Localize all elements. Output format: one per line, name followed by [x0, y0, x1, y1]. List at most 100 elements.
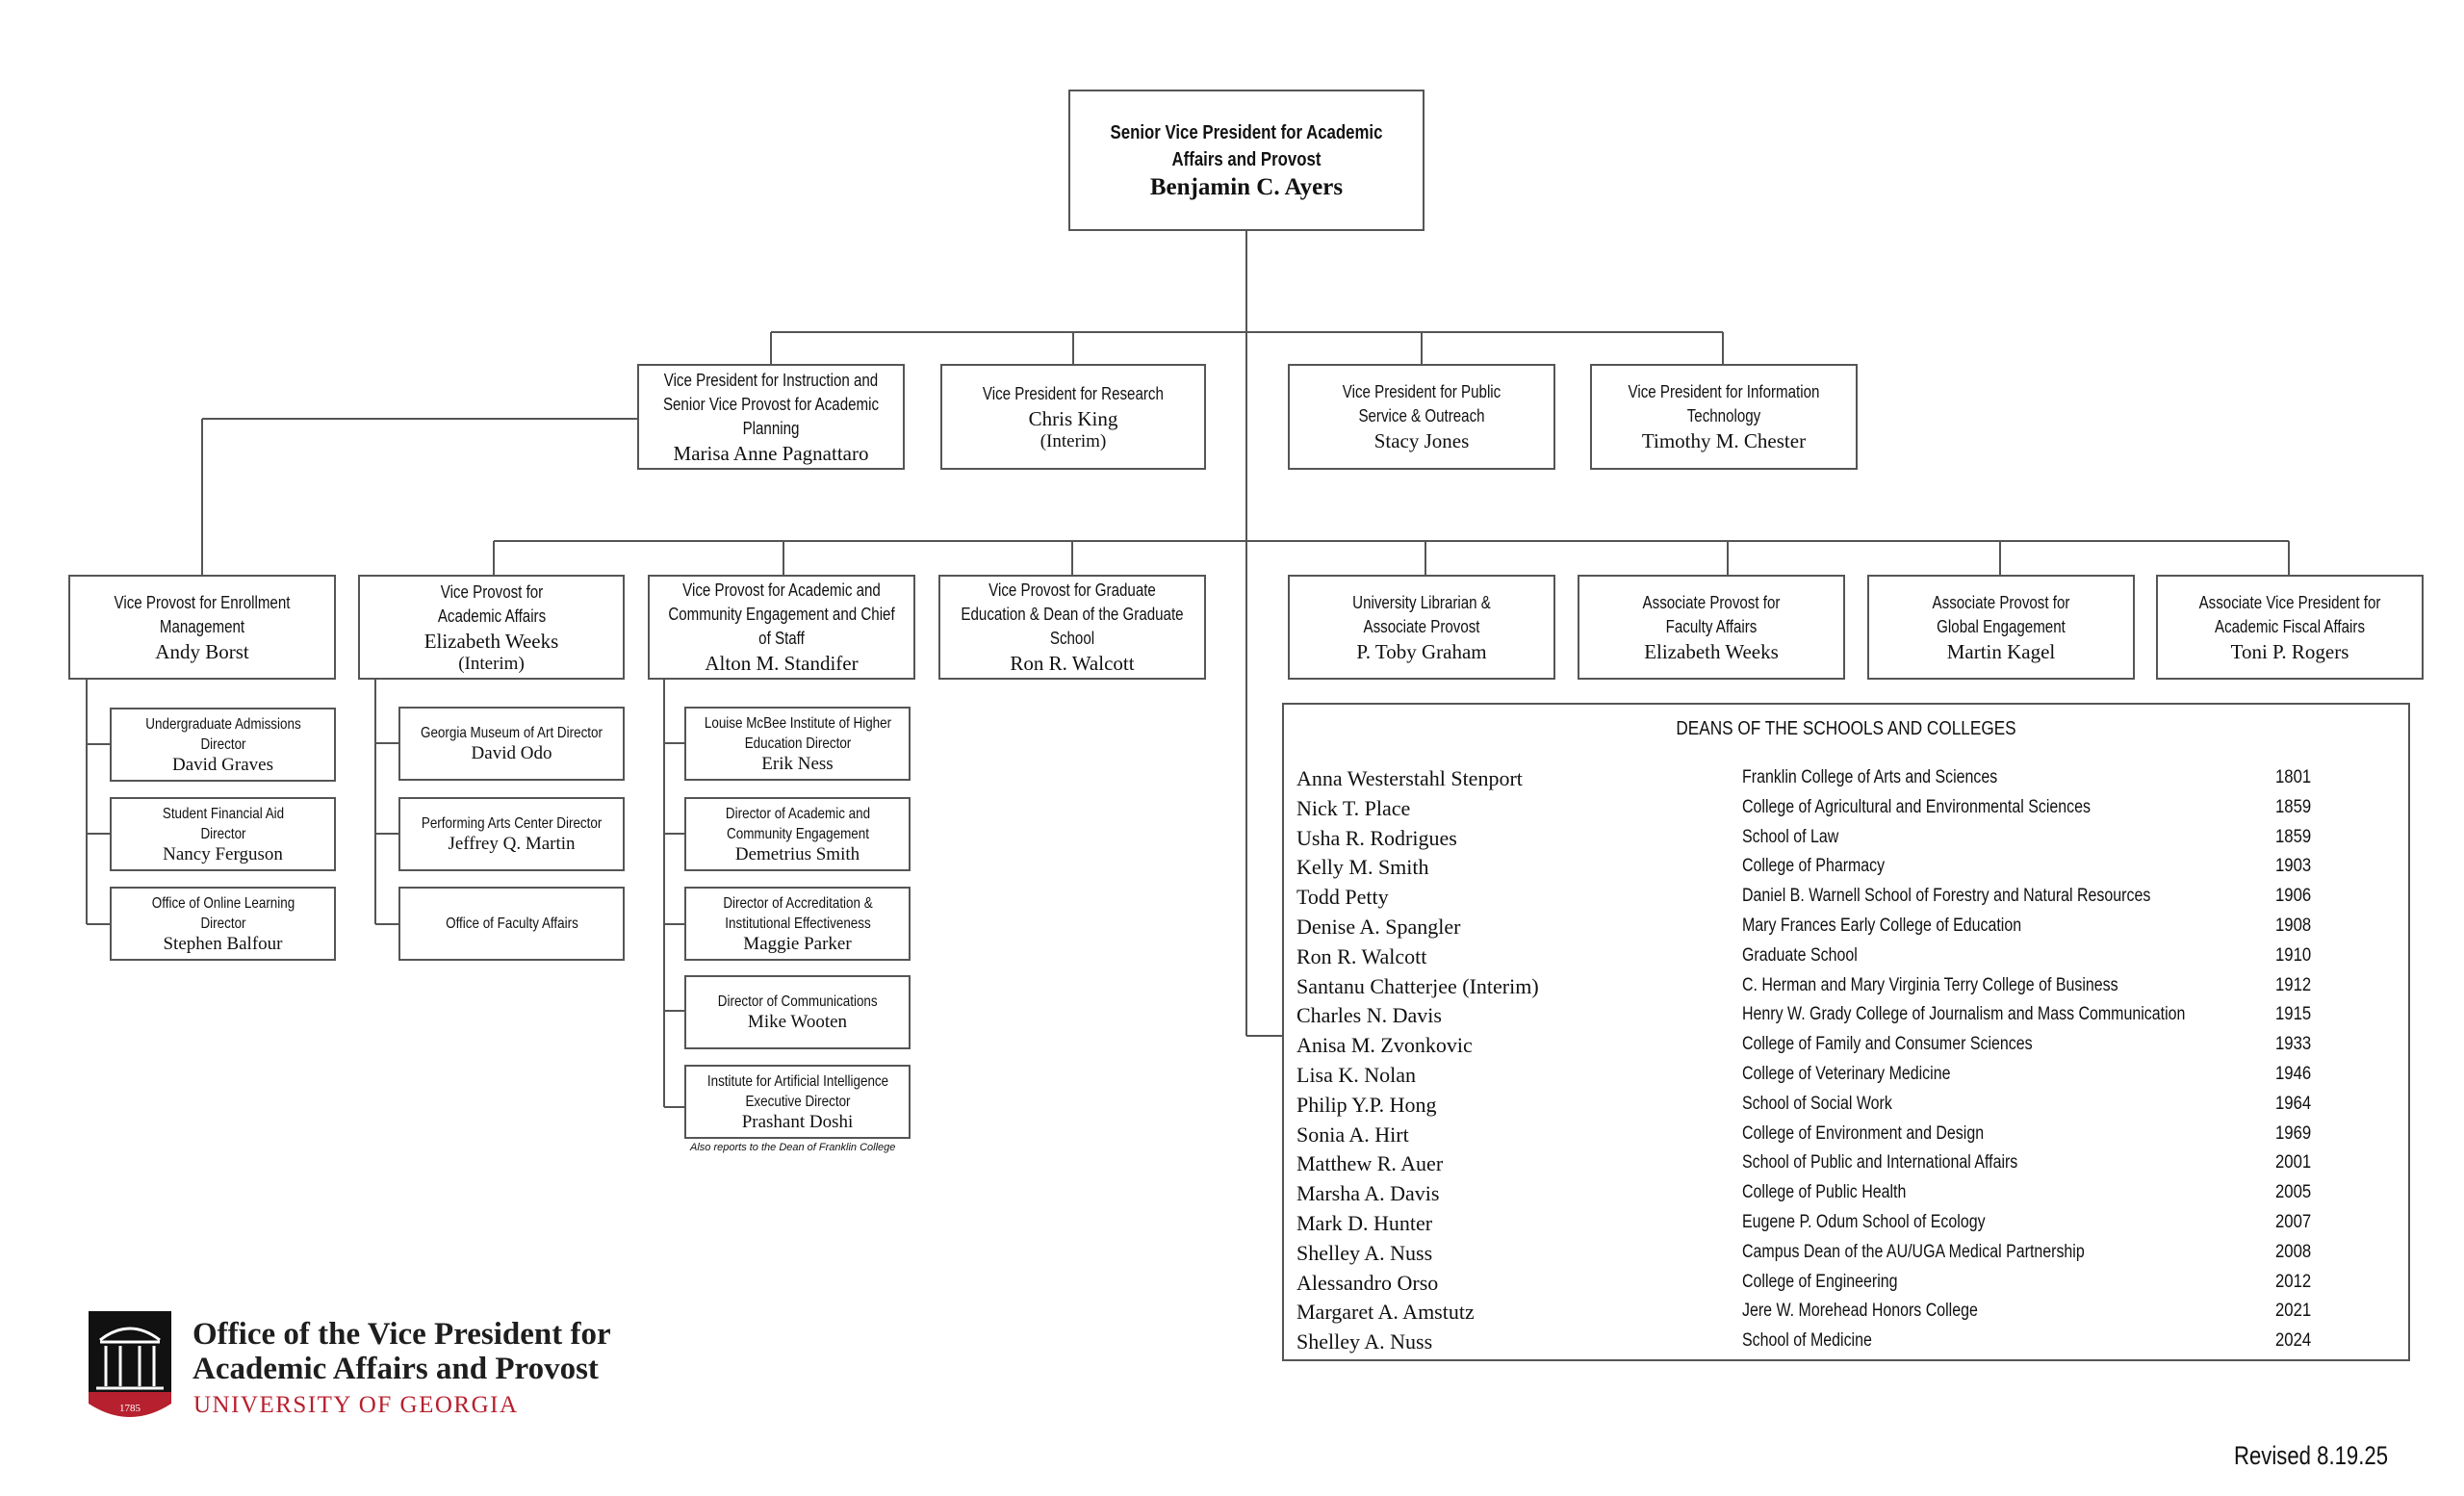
vp-graduate-name: Ron R. Walcott: [1010, 652, 1135, 675]
vp-academic-affairs-box: Vice Provost for Academic Affairs Elizab…: [358, 575, 625, 680]
dean-name: Marsha A. Davis: [1296, 1181, 1440, 1206]
vp-research-box: Vice President for Research Chris King (…: [940, 364, 1206, 470]
vp-enrollment-box: Vice Provost for Enrollment Management A…: [68, 575, 336, 680]
vp-outreach-box: Vice President for Public Service & Outr…: [1288, 364, 1555, 470]
dean-name: Alessandro Orso: [1296, 1270, 1439, 1295]
vp-engagement-title: Vice Provost for Academic and Community …: [668, 580, 895, 648]
dean-name: Usha R. Rodrigues: [1296, 825, 1457, 850]
performing-arts-box: Performing Arts Center Director Jeffrey …: [398, 797, 625, 871]
dean-year: 2008: [2275, 1241, 2312, 1262]
online-learning-box: Office of Online Learning Director Steph…: [110, 887, 336, 961]
provost-name: Benjamin C. Ayers: [1149, 173, 1344, 200]
vp-graduate-title: Vice Provost for Graduate Education & De…: [961, 580, 1184, 648]
provost-box: Senior Vice President for Academic Affai…: [1068, 90, 1424, 231]
librarian-box: University Librarian & Associate Provost…: [1288, 575, 1555, 680]
dean-college: College of Pharmacy: [1742, 856, 1886, 877]
dean-year: 1912: [2275, 974, 2312, 995]
dean-college: School of Social Work: [1742, 1093, 1892, 1114]
dean-college: Daniel B. Warnell School of Forestry and…: [1742, 886, 2151, 907]
accreditation-box: Director of Accreditation & Institutiona…: [684, 887, 911, 961]
logo-line-2: Academic Affairs and Provost: [192, 1352, 599, 1386]
museum-box: Georgia Museum of Art Director David Odo: [398, 707, 625, 781]
dean-name: Sonia A. Hirt: [1296, 1122, 1409, 1147]
vp-research-title: Vice President for Research: [983, 383, 1164, 403]
dean-college: School of Medicine: [1742, 1330, 1872, 1352]
dean-college: College of Agricultural and Environmenta…: [1742, 796, 2091, 817]
museum-name: David Odo: [471, 743, 552, 763]
faculty-affairs-office-box: Office of Faculty Affairs: [398, 887, 625, 961]
avp-fiscal-title: Associate Vice President for Academic Fi…: [2198, 592, 2381, 636]
accreditation-title: Director of Accreditation & Institutiona…: [722, 894, 873, 932]
dean-name: Charles N. Davis: [1296, 1003, 1442, 1028]
dean-year: 1946: [2275, 1064, 2312, 1084]
dean-row: Santanu Chatterjee (Interim)C. Herman an…: [1284, 974, 2408, 1003]
logo-university: UNIVERSITY OF GEORGIA: [193, 1392, 519, 1418]
uga-arch-logo: 1785: [89, 1311, 171, 1417]
dean-year: 1933: [2275, 1034, 2312, 1055]
vp-instruction-name: Marisa Anne Pagnattaro: [673, 441, 869, 465]
provost-title: Senior Vice President for Academic Affai…: [1110, 121, 1383, 170]
avp-fiscal-name: Toni P. Rogers: [2230, 639, 2349, 663]
ap-global-box: Associate Provost for Global Engagement …: [1867, 575, 2135, 680]
dean-row: Todd Petty Daniel B. Warnell School of Fo…: [1284, 885, 2408, 914]
dean-college: Mary Frances Early College of Education: [1742, 916, 2022, 936]
dean-name: Shelley A. Nuss: [1296, 1329, 1433, 1354]
vp-academic-affairs-interim: (Interim): [458, 653, 525, 674]
dean-name: Anisa M. Zvonkovic: [1296, 1033, 1473, 1058]
dean-name: Matthew R. Auer: [1296, 1151, 1444, 1176]
vp-it-box: Vice President for Information Technolog…: [1590, 364, 1858, 470]
dean-year: 1903: [2275, 856, 2312, 877]
dean-year: 1906: [2275, 886, 2312, 907]
dean-name: Nick T. Place: [1296, 795, 1411, 820]
dean-college: Campus Dean of the AU/UGA Medical Partne…: [1742, 1241, 2085, 1262]
vp-instruction-box: Vice President for Instruction and Senio…: [637, 364, 905, 470]
admissions-box: Undergraduate Admissions Director David …: [110, 708, 336, 782]
dean-college: C. Herman and Mary Virginia Terry Colleg…: [1742, 974, 2118, 995]
dean-name: Anna Westerstahl Stenport: [1296, 766, 1523, 790]
dean-year: 1964: [2275, 1093, 2312, 1114]
dean-row: Shelley A. Nuss Campus Dean of the AU/UGA…: [1284, 1241, 2408, 1270]
dean-college: College of Environment and Design: [1742, 1122, 1985, 1144]
admissions-title: Undergraduate Admissions Director: [144, 715, 301, 753]
financial-aid-title: Student Financial Aid Director: [162, 805, 284, 842]
dean-college: Eugene P. Odum School of Ecology: [1742, 1212, 1986, 1232]
financial-aid-name: Nancy Ferguson: [163, 843, 283, 864]
dean-name: Todd Petty: [1296, 885, 1389, 910]
dean-name: Denise A. Spangler: [1296, 915, 1461, 939]
vp-enrollment-title: Vice Provost for Enrollment Management: [114, 592, 291, 636]
vp-research-interim: (Interim): [1040, 430, 1107, 451]
dean-college: Henry W. Grady College of Journalism and…: [1742, 1004, 2186, 1025]
vp-enrollment-name: Andy Borst: [155, 639, 249, 663]
logo-year: 1785: [119, 1403, 141, 1414]
dean-row: Denise A. Spangler Mary Frances Early Col…: [1284, 915, 2408, 943]
logo-line-1: Office of the Vice President for: [192, 1317, 611, 1352]
dean-name: Ron R. Walcott: [1296, 943, 1427, 968]
faculty-affairs-office-title: Office of Faculty Affairs: [445, 916, 578, 932]
mcbee-name: Erik Ness: [761, 753, 834, 774]
financial-aid-box: Student Financial Aid Director Nancy Fer…: [110, 797, 336, 871]
vp-academic-affairs-name: Elizabeth Weeks: [424, 629, 559, 653]
librarian-name: P. Toby Graham: [1356, 639, 1487, 663]
community-engagement-title: Director of Academic and Community Engag…: [725, 805, 870, 842]
communications-name: Mike Wooten: [747, 1012, 848, 1032]
dean-name: Margaret A. Amstutz: [1296, 1300, 1475, 1325]
dean-year: 1908: [2275, 916, 2312, 936]
admissions-name: David Graves: [172, 754, 273, 775]
ap-faculty-title: Associate Provost for Faculty Affairs: [1642, 592, 1781, 636]
dean-name: Mark D. Hunter: [1296, 1211, 1433, 1235]
museum-title: Georgia Museum of Art Director: [421, 725, 603, 741]
dean-year: 2005: [2275, 1182, 2312, 1203]
ai-institute-box: Institute for Artificial Intelligence Ex…: [684, 1065, 911, 1139]
ai-institute-note: Also reports to the Dean of Franklin Col…: [690, 1142, 896, 1153]
dean-year: 2012: [2275, 1271, 2312, 1292]
vp-engagement-name: Alton M. Standifer: [705, 652, 859, 675]
dean-name: Shelley A. Nuss: [1296, 1240, 1433, 1265]
performing-arts-title: Performing Arts Center Director: [421, 815, 603, 832]
communications-title: Director of Communications: [717, 993, 878, 1010]
